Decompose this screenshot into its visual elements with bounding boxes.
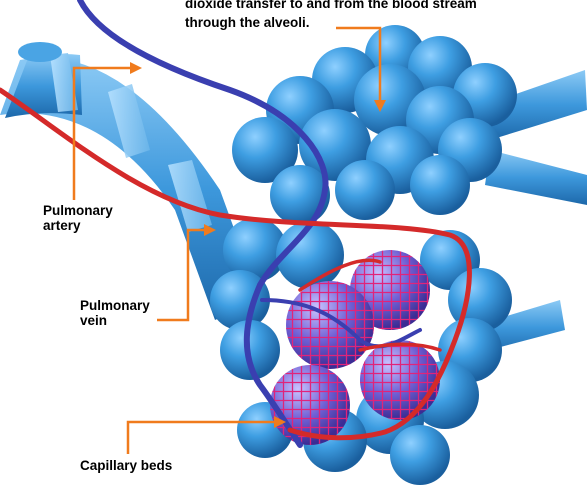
artery-leader-arrowhead bbox=[130, 62, 142, 74]
pulmonary-vein-label: Pulmonary vein bbox=[80, 298, 150, 328]
pulmonary-artery-label: Pulmonary artery bbox=[43, 203, 113, 233]
pulmonary-vein-label-line-2: vein bbox=[80, 313, 150, 328]
pulmonary-vein-label-line-1: Pulmonary bbox=[80, 298, 150, 313]
capillary-beds-label: Capillary beds bbox=[80, 458, 172, 473]
caption-line-1: dioxide transfer to and from the blood s… bbox=[185, 0, 565, 13]
caption-line-2: through the alveoli. bbox=[185, 13, 565, 32]
caption-text: dioxide transfer to and from the blood s… bbox=[185, 0, 565, 32]
pulmonary-artery-label-line-2: artery bbox=[43, 218, 113, 233]
pulmonary-artery-label-line-1: Pulmonary bbox=[43, 203, 113, 218]
upper-alveoli-cluster bbox=[232, 25, 517, 225]
